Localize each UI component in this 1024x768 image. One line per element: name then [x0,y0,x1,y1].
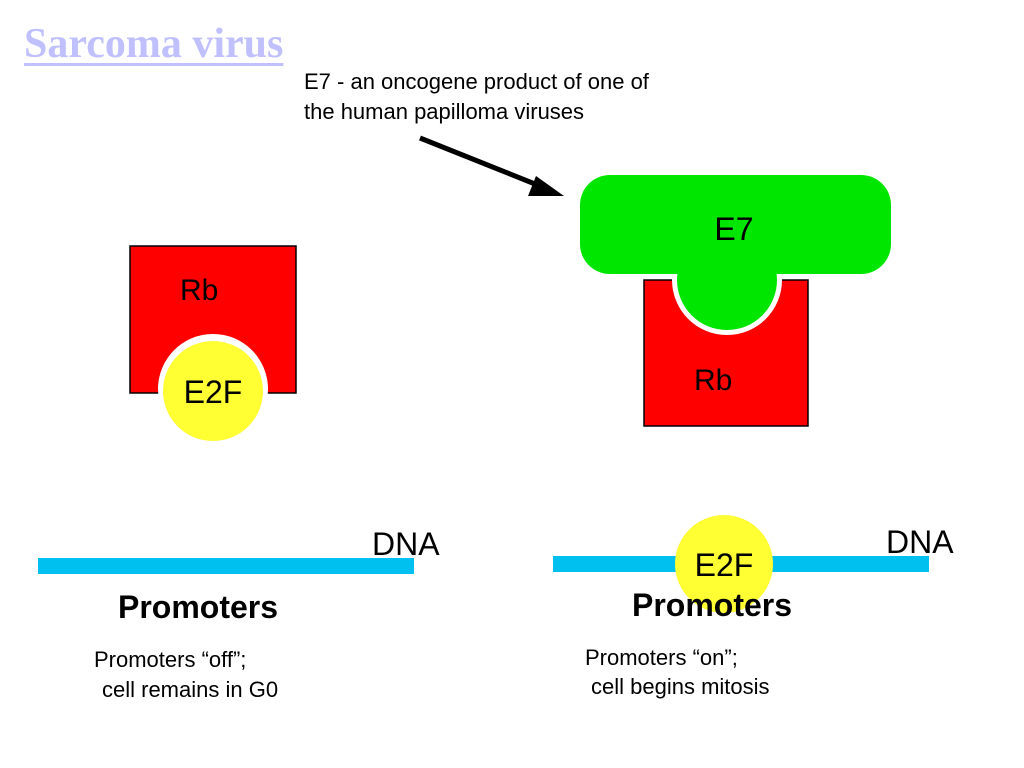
right-rb-label: Rb [694,364,732,397]
left-rb-label: Rb [180,274,218,307]
arrow-icon [419,135,564,196]
right-promoters-label: Promoters [632,587,792,623]
left-dna-label: DNA [372,526,440,562]
annotation-line-1: E7 - an oncogene product of one of [304,69,650,94]
annotation-line-2: the human papilloma viruses [304,99,584,124]
title-link[interactable]: Sarcoma virus [24,21,284,67]
left-e2f-label: E2F [184,374,243,410]
right-e7-label: E7 [714,211,753,247]
left-caption-line-2: cell remains in G0 [102,677,278,702]
right-e7-rb-complex: E7 Rb [580,175,891,427]
right-e7-block [580,175,891,274]
right-caption-line-2: cell begins mitosis [591,674,770,699]
left-rb-e2f-complex: Rb E2F [129,245,297,444]
right-dna-label: DNA [886,524,954,560]
right-caption-line-1: Promoters “on”; [585,645,738,670]
left-e2f-circle [163,341,263,441]
left-promoters-label: Promoters [118,589,278,625]
right-e2f-label: E2F [695,547,754,583]
left-caption-line-1: Promoters “off”; [94,647,246,672]
right-e2f-circle [675,515,773,613]
left-dna-strand [38,558,414,574]
